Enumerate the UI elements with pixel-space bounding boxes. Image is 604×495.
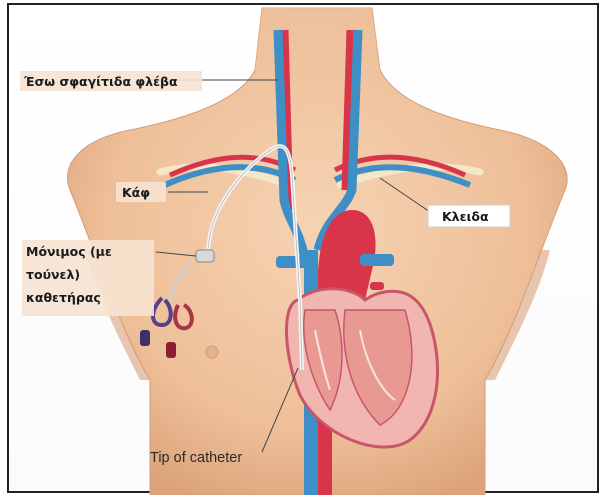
label-cuff-text: Κάφ <box>122 185 150 200</box>
label-cuff: Κάφ <box>116 182 166 202</box>
label-catheter-line2: τούνελ) <box>26 267 80 282</box>
lumen-cap-red <box>166 342 176 358</box>
pulmonary-vessel-left <box>276 256 308 268</box>
pulmonary-artery-stub-2 <box>370 282 384 290</box>
label-jugular-vein-text: Έσω σφαγίτιδα φλέβα <box>23 74 178 89</box>
label-catheter-line1: Μόνιμος (με <box>26 244 112 259</box>
label-clavicle-text: Κλειδα <box>442 209 489 224</box>
label-catheter-line3: καθετήρας <box>26 290 101 305</box>
label-clavicle: Κλειδα <box>428 205 510 227</box>
lumen-cap-blue <box>140 330 150 346</box>
pulmonary-vessel-right <box>360 254 394 266</box>
nipple <box>206 346 218 358</box>
label-jugular-vein: Έσω σφαγίτιδα φλέβα <box>20 71 202 91</box>
catheter-cuff <box>196 250 214 262</box>
label-catheter-tip-text: Tip of catheter <box>150 450 242 466</box>
label-catheter-tip: Tip of catheter <box>150 450 242 466</box>
label-catheter: Μόνιμος (με τούνελ) καθετήρας <box>22 240 154 316</box>
